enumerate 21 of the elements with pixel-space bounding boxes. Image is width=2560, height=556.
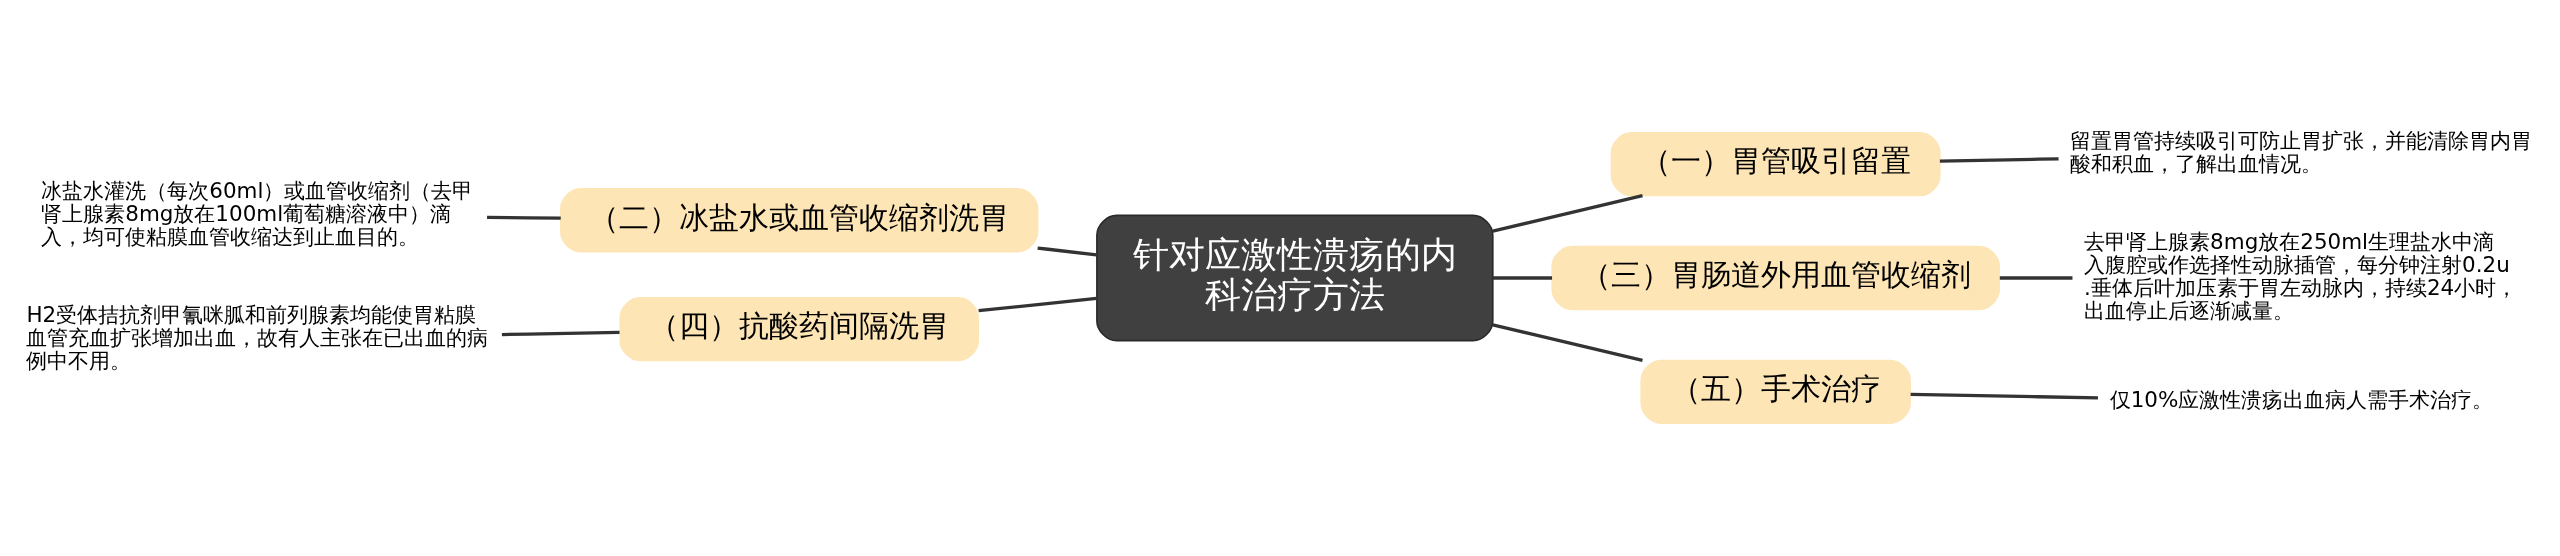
connector: [978, 296, 1097, 313]
connector: [1910, 392, 2098, 400]
node-text: 去甲肾上腺素8mg放在250ml生理盐水中滴入腹腔或作选择性动脉插管，每分钟注射0.2u.垂体后叶加压素于胃左动脉内，持续24小时，出血停止后逐渐减量。: [2084, 228, 2518, 324]
node-box: （三）胃肠道外用血管收缩剂: [1551, 245, 2000, 311]
connector: [1037, 246, 1097, 257]
node-box: （一）胃管吸引留置: [1610, 132, 1941, 197]
node-box: （四）抗酸药间隔洗胃: [619, 296, 979, 362]
node-text: 仅10%应激性溃疡出血病人需手术治疗。: [2109, 387, 2494, 413]
node-box: 针对应激性溃疡的内科治疗方法: [1096, 214, 1494, 342]
connector: [487, 215, 561, 220]
node-text: 留置胃管持续吸引可防止胃扩张，并能清除胃内胃酸和积血，了解出血情况。: [2070, 128, 2533, 177]
connector: [1939, 157, 2059, 163]
node-box: （五）手术治疗: [1640, 359, 1911, 424]
node-text: 冰盐水灌洗（每次60ml）或血管收缩剂（去甲肾上腺素8mg放在100ml葡萄糖溶液中）滴入，均可使粘膜血管收缩达到止血目的。: [41, 177, 474, 250]
connector: [1999, 276, 2073, 280]
node-box: （二）冰盐水或血管收缩剂洗胃: [560, 188, 1039, 253]
connector: [1492, 193, 1643, 233]
node-text: H2受体拮抗剂甲氰咪胍和前列腺素均能使胃粘膜血管充血扩张增加出血，故有人主张在已出血的病例中不用。: [26, 301, 489, 373]
connector: [1492, 276, 1553, 280]
connector: [501, 330, 620, 337]
connector: [1492, 323, 1643, 363]
